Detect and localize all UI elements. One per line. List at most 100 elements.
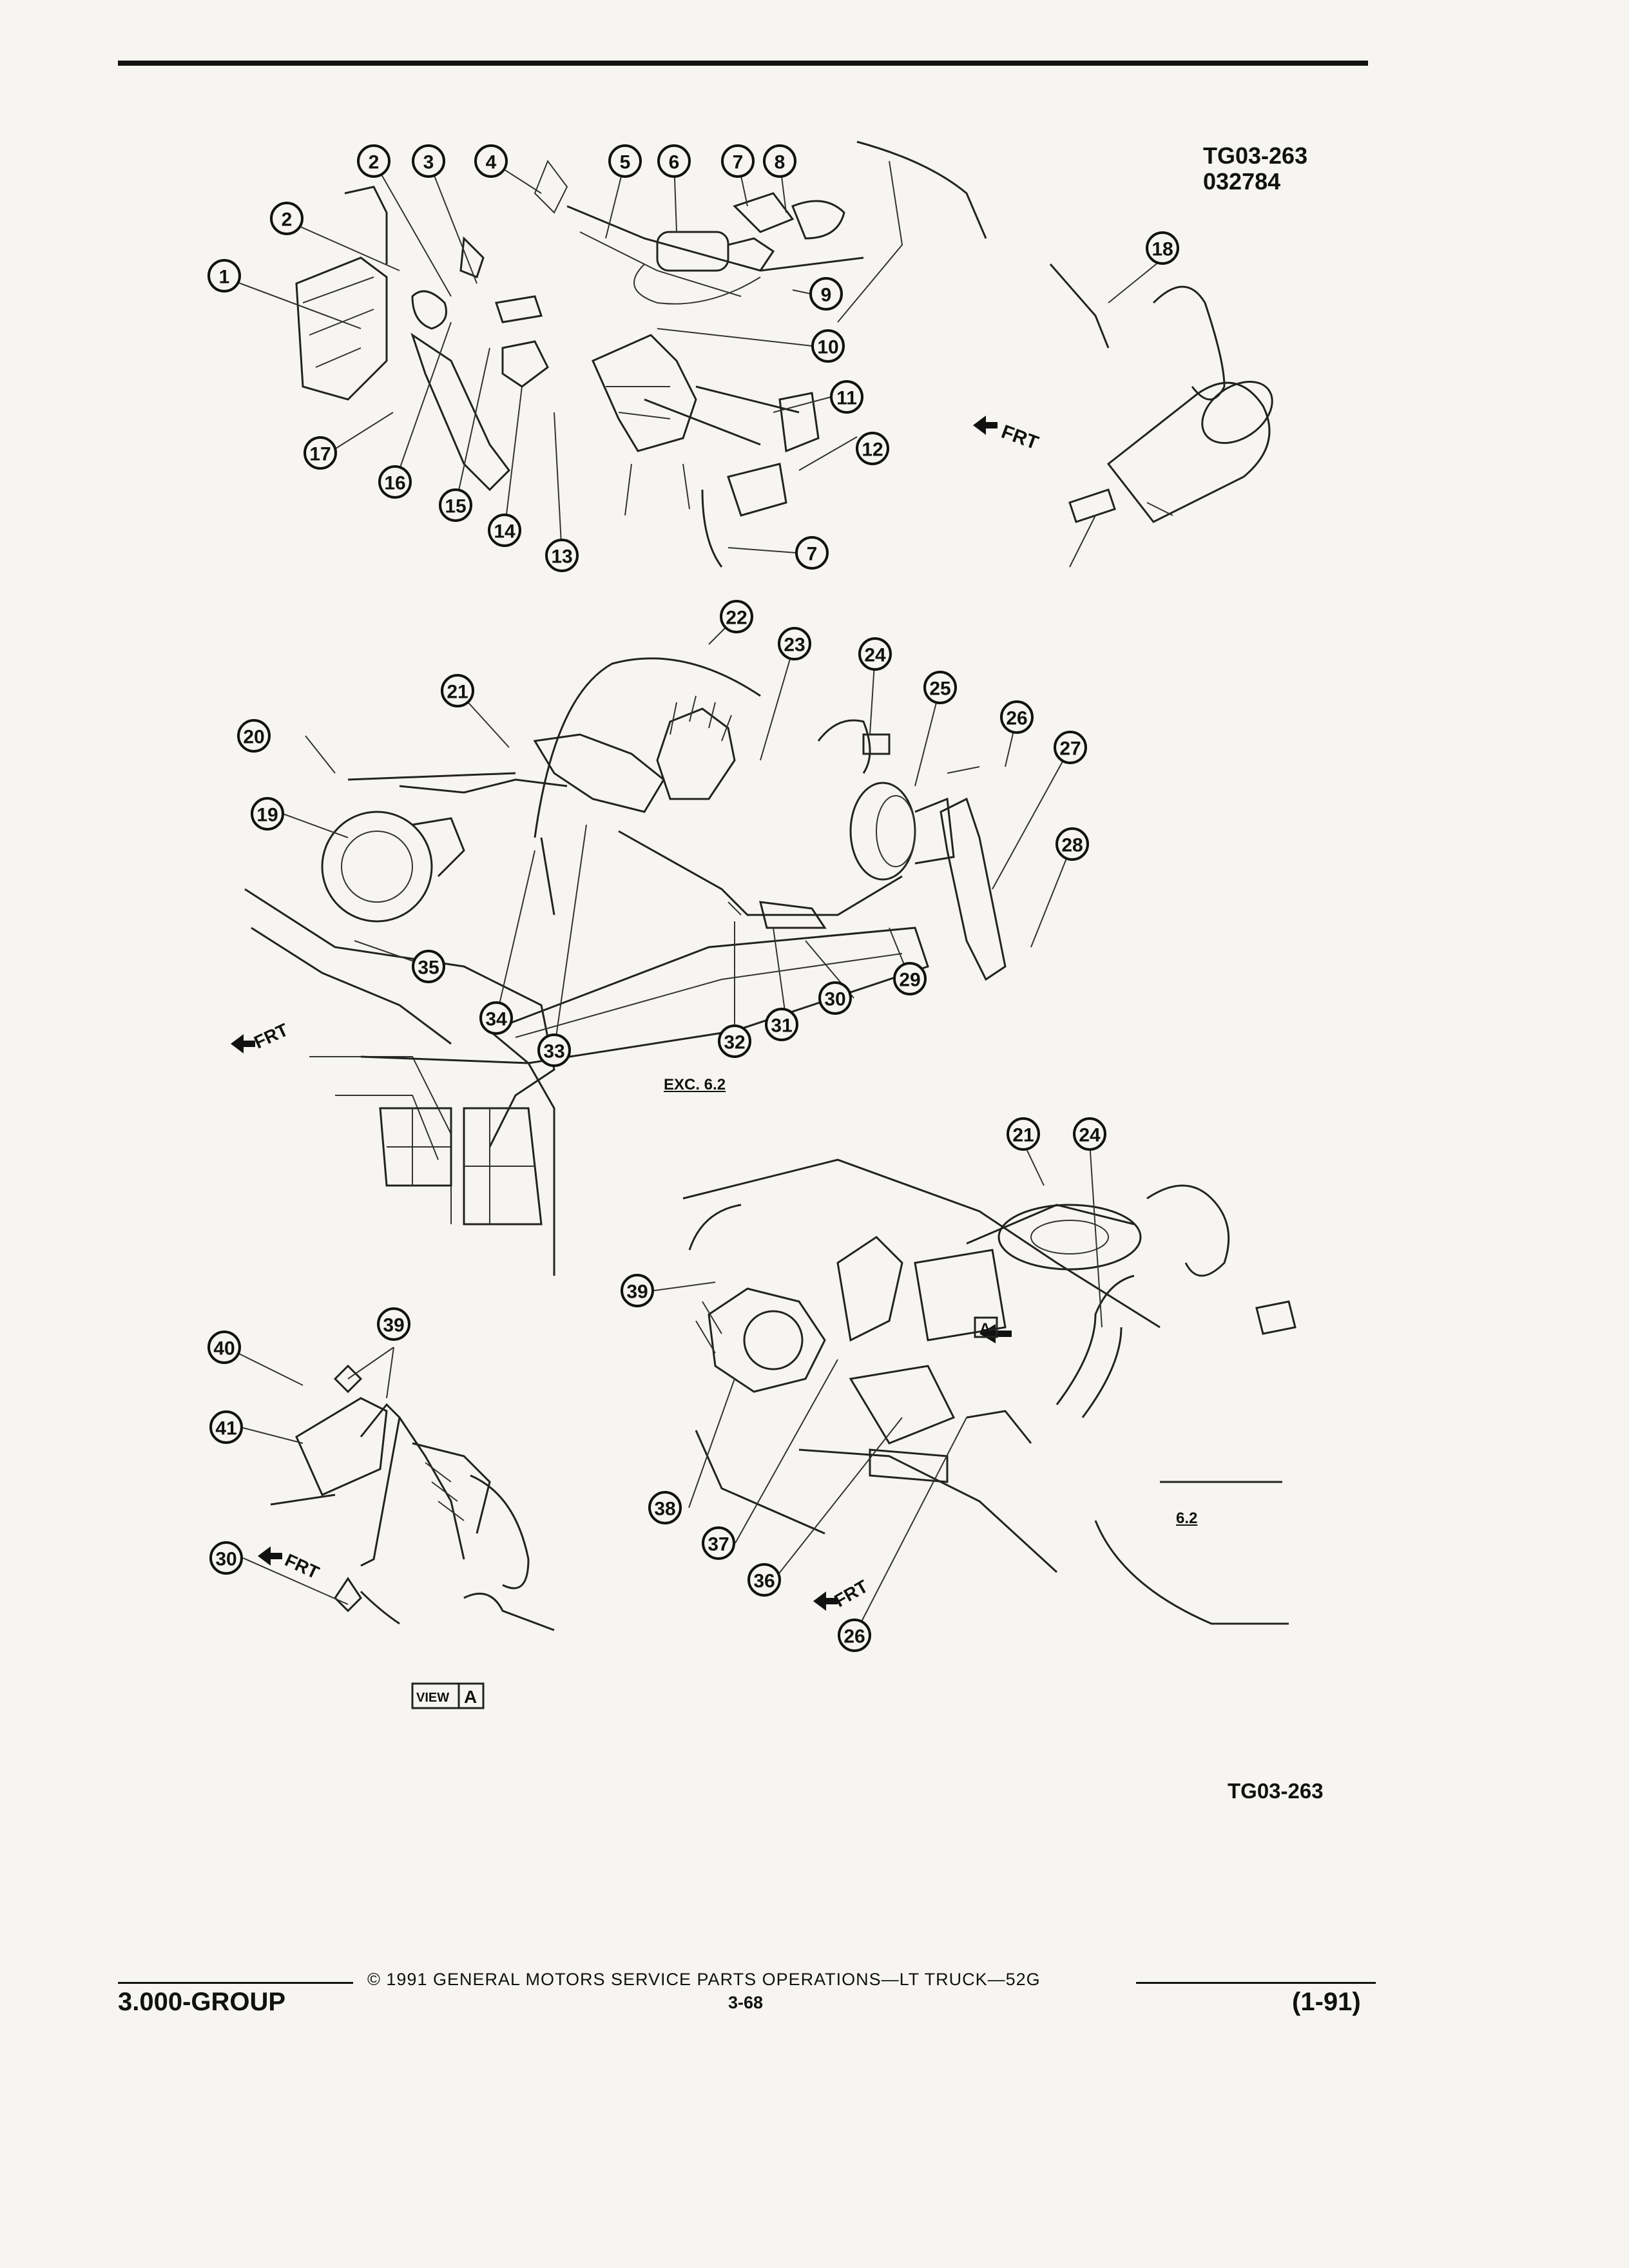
callout-37: 37 <box>702 1526 735 1560</box>
svg-text:4: 4 <box>486 152 497 173</box>
callout-7b: 7 <box>795 536 829 570</box>
callout-33: 33 <box>537 1033 571 1067</box>
svg-text:6: 6 <box>669 152 680 173</box>
svg-text:23: 23 <box>784 635 805 656</box>
svg-text:19: 19 <box>256 805 278 826</box>
callout-25: 25 <box>923 671 957 704</box>
svg-text:28: 28 <box>1061 835 1083 856</box>
frt-label-top: FRT <box>999 421 1041 454</box>
front-direction-arrows <box>231 416 1012 1611</box>
callout-36: 36 <box>747 1563 781 1597</box>
callout-39b: 39 <box>377 1307 410 1341</box>
engine-62-leader-lines <box>653 1142 1103 1636</box>
svg-text:24: 24 <box>864 645 886 666</box>
section-label-exc: EXC. 6.2 <box>664 1076 726 1093</box>
figure-date: 032784 <box>1203 168 1281 195</box>
callout-4: 4 <box>474 144 508 178</box>
svg-text:39: 39 <box>626 1282 648 1303</box>
callout-1: 1 <box>207 259 241 293</box>
svg-text:30: 30 <box>215 1549 236 1570</box>
top-pedal-bracket-drawing <box>295 140 1273 568</box>
callout-39: 39 <box>621 1274 654 1307</box>
callout-2: 2 <box>270 202 304 235</box>
svg-text:11: 11 <box>836 388 857 409</box>
svg-text:31: 31 <box>771 1015 792 1037</box>
engine-62-drawing <box>682 1158 1296 1625</box>
callout-11: 11 <box>830 380 863 414</box>
callout-32: 32 <box>718 1024 751 1058</box>
callout-24: 24 <box>858 637 892 671</box>
svg-text:16: 16 <box>384 473 405 494</box>
footer-rule-right <box>1136 1982 1376 1984</box>
callout-12: 12 <box>856 432 889 465</box>
callout-21: 21 <box>441 674 474 707</box>
callout-2: 2 <box>357 144 390 178</box>
callout-10: 10 <box>811 329 845 363</box>
view-a-label-text: VIEW <box>416 1691 449 1705</box>
callout-20: 20 <box>237 719 271 753</box>
callout-22: 22 <box>720 600 753 633</box>
svg-text:3: 3 <box>423 152 434 173</box>
svg-text:14: 14 <box>494 521 516 543</box>
footer-page-number: 3-68 <box>728 1993 764 2012</box>
svg-text:33: 33 <box>543 1041 564 1062</box>
svg-text:27: 27 <box>1059 738 1081 760</box>
svg-text:36: 36 <box>753 1571 775 1592</box>
callout-24b: 24 <box>1073 1117 1106 1151</box>
callout-14: 14 <box>488 514 521 547</box>
callout-27: 27 <box>1054 731 1087 764</box>
svg-text:40: 40 <box>213 1338 235 1360</box>
callout-31: 31 <box>765 1008 798 1041</box>
svg-text:5: 5 <box>620 152 631 173</box>
callout-23: 23 <box>778 627 811 660</box>
svg-text:1: 1 <box>219 267 230 288</box>
frt-labels: FRT FRT FRT FRT <box>251 421 1041 1611</box>
footer-group: 3.000-GROUP <box>118 1988 286 2016</box>
callout-19: 19 <box>251 797 284 831</box>
footer-rule-left <box>118 1982 353 1984</box>
callout-28: 28 <box>1055 827 1089 861</box>
callout-35: 35 <box>412 950 445 983</box>
top-leader-lines <box>236 160 1163 556</box>
callout-8: 8 <box>763 144 796 178</box>
callout-15: 15 <box>439 488 472 522</box>
callout-13: 13 <box>545 539 579 572</box>
view-marker-letter: A <box>979 1320 990 1338</box>
svg-text:32: 32 <box>724 1032 745 1053</box>
figure-id-top: TG03-263 <box>1203 142 1308 169</box>
svg-text:22: 22 <box>726 608 747 629</box>
svg-text:41: 41 <box>215 1418 236 1439</box>
svg-text:10: 10 <box>817 337 838 358</box>
svg-text:39: 39 <box>383 1315 404 1336</box>
callout-38: 38 <box>648 1491 682 1524</box>
callout-30: 30 <box>818 981 852 1015</box>
callout-26b: 26 <box>838 1619 871 1652</box>
svg-text:18: 18 <box>1152 239 1173 260</box>
svg-text:29: 29 <box>899 970 920 991</box>
svg-text:20: 20 <box>243 727 264 748</box>
callout-18: 18 <box>1146 231 1179 265</box>
view-a-drawing <box>270 1364 555 1709</box>
view-a-label-letter: A <box>464 1687 477 1707</box>
callout-26: 26 <box>1000 700 1034 734</box>
callout-41: 41 <box>209 1410 243 1444</box>
svg-text:38: 38 <box>654 1499 675 1520</box>
svg-text:15: 15 <box>445 496 466 517</box>
svg-text:2: 2 <box>282 209 293 231</box>
callout-34: 34 <box>479 1001 513 1035</box>
svg-text:24: 24 <box>1079 1125 1101 1146</box>
view-a-leader-lines <box>238 1347 394 1605</box>
frt-label-middle: FRT <box>251 1019 291 1052</box>
section-label-62: 6.2 <box>1176 1510 1198 1527</box>
svg-text:25: 25 <box>929 678 950 700</box>
callout-21b: 21 <box>1007 1117 1040 1151</box>
callout-3: 3 <box>412 144 445 178</box>
middle-vacuum-servo-drawing <box>244 657 1007 1276</box>
frt-label-62: FRT <box>831 1576 872 1611</box>
callout-17: 17 <box>304 436 337 470</box>
svg-text:9: 9 <box>821 285 832 306</box>
svg-text:12: 12 <box>862 439 883 461</box>
svg-text:35: 35 <box>418 957 439 979</box>
callout-9: 9 <box>809 277 843 311</box>
